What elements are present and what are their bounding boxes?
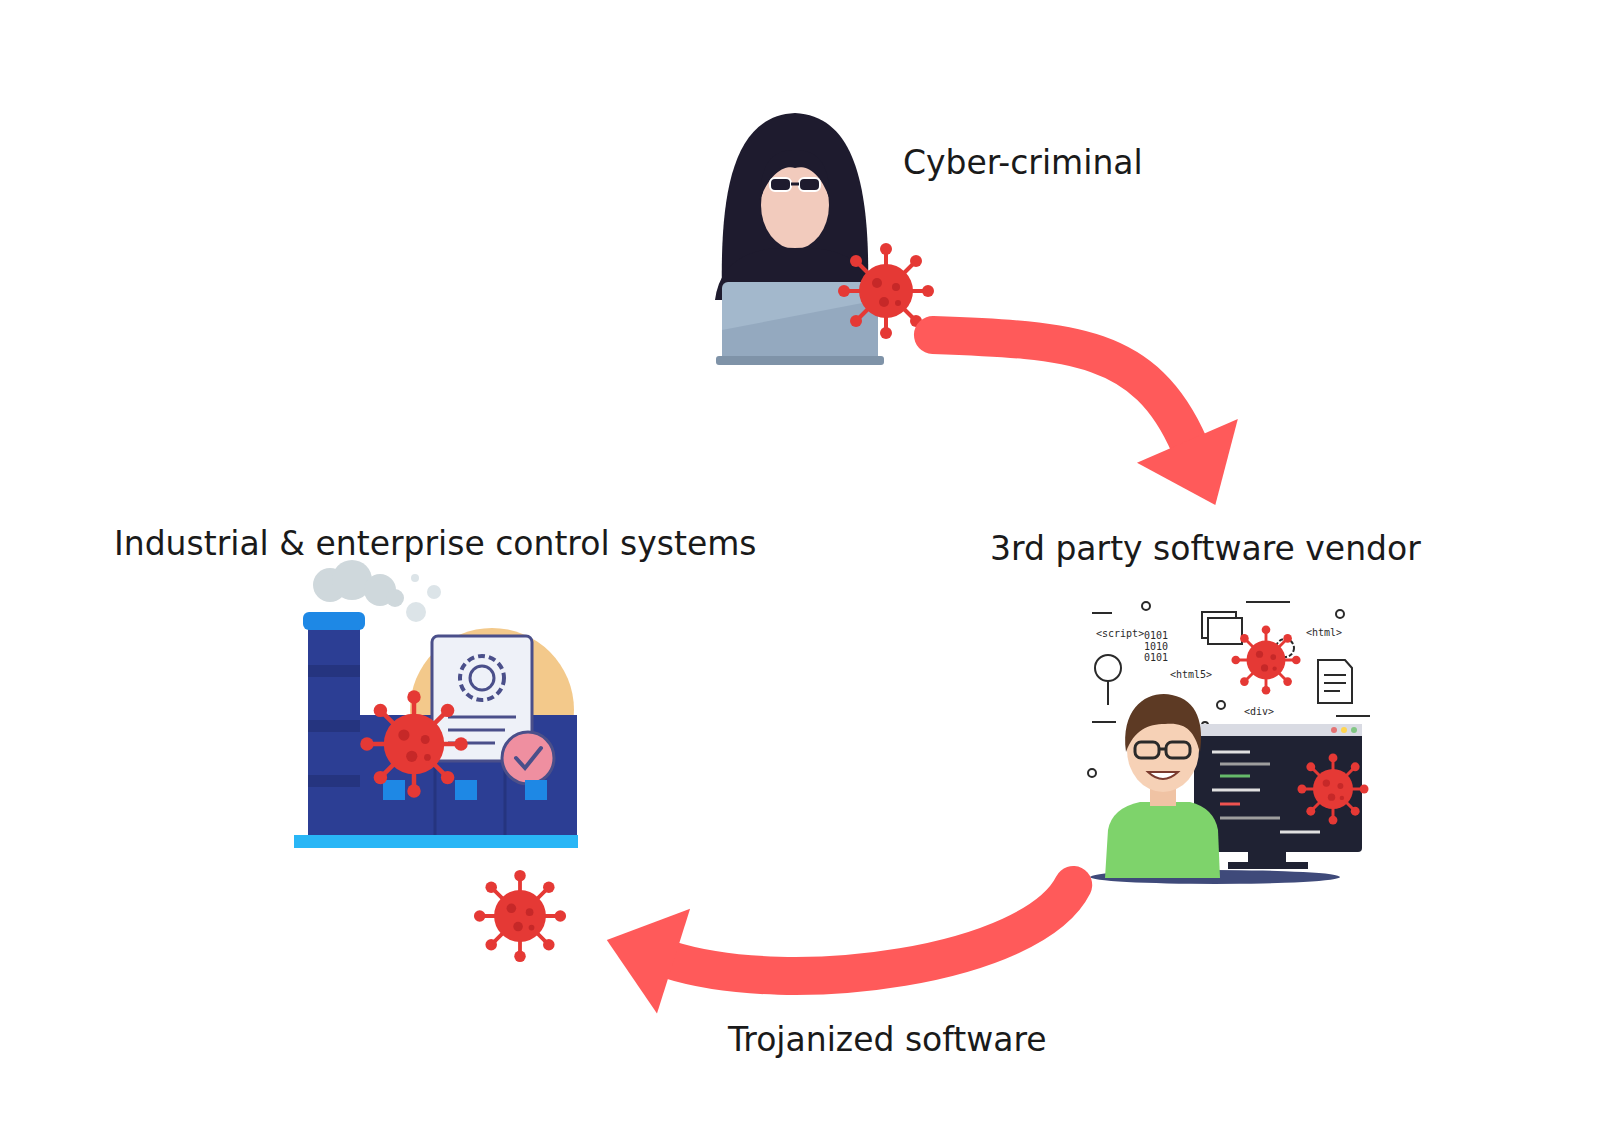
hacker-figure [715,113,884,365]
code-tag: <html5> [1170,669,1212,680]
factory-illustration [294,560,578,848]
code-tag: 0101 [1144,652,1168,663]
code-tag: <script> [1096,628,1144,639]
code-tag: <html> [1306,627,1342,638]
code-tag: <div> [1244,706,1274,717]
node-heading: Cyber-criminal [903,143,1143,183]
node-heading: 3rd party software vendor [990,529,1421,569]
node-heading: Industrial & enterprise control systems [114,524,757,564]
curved-arrow [607,885,1073,1014]
diagram-node: 3rd party software vendor [985,505,1475,885]
code-tag: 1010 [1144,641,1168,652]
edge-label: Trojanized software [724,1020,1051,1060]
curved-arrow [933,335,1238,505]
diagram-node: Cyber-criminal [705,105,1190,335]
code-tag: 0101 [1144,630,1168,641]
diagram-node: Industrial & enterprise control systems [110,520,830,940]
